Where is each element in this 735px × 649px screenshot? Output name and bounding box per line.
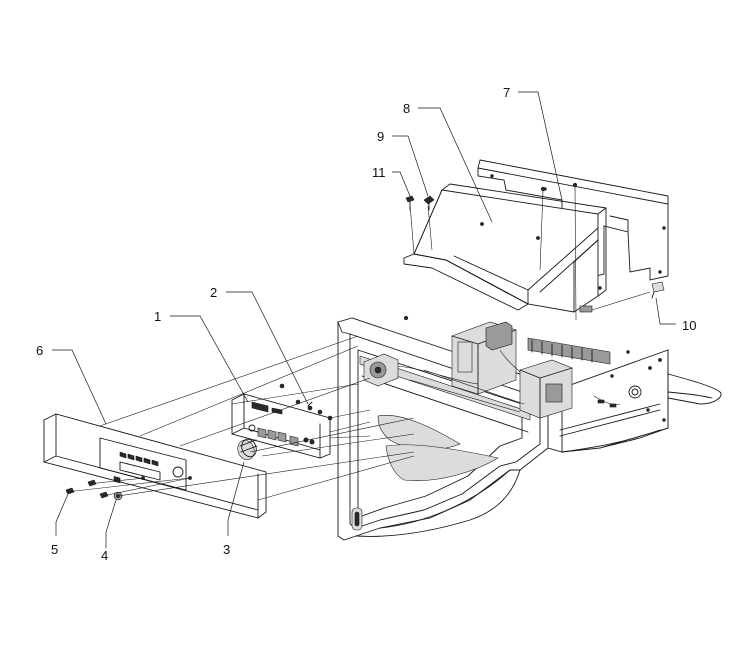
oven-cavity xyxy=(337,317,722,541)
assembly-lines xyxy=(65,185,651,501)
part-10-clip xyxy=(651,281,665,299)
callout-8: 8 xyxy=(403,101,410,116)
callout-4: 4 xyxy=(101,548,108,563)
part-2-board-screws xyxy=(279,383,333,421)
internal-components xyxy=(363,321,621,419)
callout-leaders xyxy=(52,91,676,548)
part-3-knob xyxy=(237,438,258,461)
callout-labels: 1 2 3 4 5 6 7 8 9 10 11 xyxy=(36,85,696,563)
callout-2: 2 xyxy=(210,285,217,300)
callout-9: 9 xyxy=(377,129,384,144)
callout-11: 11 xyxy=(372,165,386,180)
part-8-top-duct-cover xyxy=(403,183,607,313)
part-6-front-panel xyxy=(43,413,267,519)
callout-10: 10 xyxy=(682,318,696,333)
callout-6: 6 xyxy=(36,343,43,358)
part-1-control-board xyxy=(231,393,331,459)
callout-1: 1 xyxy=(154,309,161,324)
parts-4-5-screws xyxy=(65,479,123,501)
callout-7: 7 xyxy=(503,85,510,100)
screws-9-11 xyxy=(403,182,578,321)
callout-3: 3 xyxy=(223,542,230,557)
callout-5: 5 xyxy=(51,542,58,557)
